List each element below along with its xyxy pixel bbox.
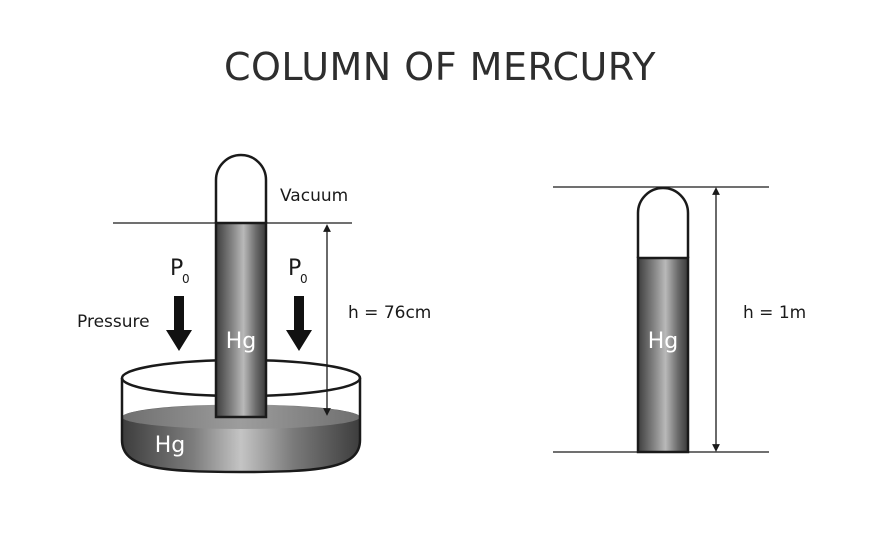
page-title: COLUMN OF MERCURY — [224, 45, 656, 89]
pressure-arrow-left — [166, 296, 192, 351]
tube-hg-label: Hg — [226, 329, 257, 354]
tube-glass-top — [214, 153, 268, 223]
right-tube-mercury-column — [636, 256, 690, 454]
vacuum-label: Vacuum — [280, 186, 348, 206]
dish-outline — [120, 378, 362, 474]
svg-text:0: 0 — [300, 272, 308, 286]
dish-hg-label: Hg — [155, 433, 186, 458]
svg-text:P: P — [288, 256, 301, 281]
right-column: h = 1m Hg — [553, 186, 806, 454]
svg-text:P: P — [170, 256, 183, 281]
svg-text:0: 0 — [182, 272, 190, 286]
p0-label-right: P 0 — [288, 256, 308, 286]
height-label-left: h = 76cm — [348, 303, 431, 323]
left-barometer: Vacuum h = 76cm P 0 P 0 Pressure Hg Hg — [77, 153, 431, 474]
height-label-right: h = 1m — [743, 303, 806, 323]
pressure-label: Pressure — [77, 312, 150, 332]
right-tube-hg-label: Hg — [648, 329, 679, 354]
pressure-arrow-right — [286, 296, 312, 351]
p0-label-left: P 0 — [170, 256, 190, 286]
tube-mercury-column — [214, 221, 268, 419]
right-tube-glass-top — [636, 186, 690, 258]
